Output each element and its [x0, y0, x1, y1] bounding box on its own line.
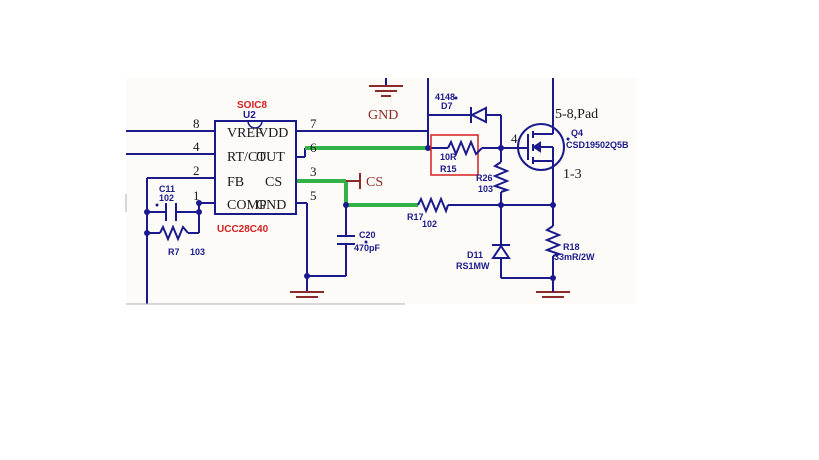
junction [550, 202, 556, 208]
d7-ref: D7 [441, 101, 453, 111]
junction [343, 202, 349, 208]
pin-4-label: 4 [193, 139, 200, 154]
pin-name-cs: CS [265, 175, 282, 190]
pin-7-label: 7 [310, 116, 317, 131]
c20-pin-dot [364, 240, 368, 244]
resistor-r26 [492, 161, 511, 193]
pin-6-label: 6 [310, 140, 317, 155]
d11-value: RS1MW [456, 261, 490, 271]
pin-name-rt-ct: RT/CT [227, 150, 266, 165]
d7-value: 4148 [435, 92, 455, 102]
r7-value: 103 [190, 247, 205, 257]
diode-d11 [491, 244, 511, 259]
c20-value: 470pF [354, 243, 381, 253]
ic-package: SOIC8 [237, 100, 267, 111]
ic-ref: U2 [243, 110, 256, 121]
d11-ref: D11 [467, 250, 483, 260]
junction [304, 273, 310, 279]
pin-name-out: OUT [256, 150, 285, 165]
q4-pin-dot [566, 137, 570, 141]
capacitor-c11 [165, 203, 177, 221]
ic-body [214, 120, 297, 215]
highlight-wires [296, 146, 428, 207]
r17-ref: R17 [407, 212, 424, 222]
gnd-symbol-source [536, 290, 570, 298]
capacitor-c20 [337, 235, 355, 245]
r17-value: 102 [422, 219, 437, 229]
junction [144, 230, 150, 236]
pin-name-vref: VREF [227, 126, 263, 141]
q4-gate-pin: 4 [511, 131, 518, 146]
resistor-r18 [544, 225, 563, 257]
r18-ref: R18 [563, 242, 580, 252]
r26-value: 103 [478, 184, 493, 194]
q4-body [517, 123, 565, 171]
junction [498, 145, 504, 151]
d7-pin-dot [454, 96, 458, 100]
diode-d7 [469, 106, 487, 124]
gnd-net-label: GND [368, 108, 398, 123]
q4-drain-pins: 5-8,Pad [555, 107, 598, 122]
q4-ref: Q4 [571, 128, 583, 138]
pin-name-vdd: VDD [258, 126, 288, 141]
pin-name-gnd: GND [256, 198, 286, 213]
r26-ref: R26 [476, 173, 493, 183]
resistor-r7 [159, 224, 189, 242]
resistor-r17 [417, 196, 449, 214]
pin-name-comp: COMP [227, 198, 267, 213]
q4-part: CSD19502Q5B [566, 140, 629, 150]
gnd-symbol-ic [290, 291, 324, 298]
pin-2-label: 2 [193, 163, 200, 178]
junction [144, 209, 150, 215]
pin-1-label: 1 [193, 188, 200, 203]
r7-ref: R7 [168, 247, 180, 257]
pin-name-fb: FB [227, 175, 244, 190]
c11-value: 102 [159, 193, 174, 203]
c11-pin-dot [155, 203, 159, 207]
schematic-background [126, 78, 636, 304]
resistor-r15 [447, 139, 483, 157]
r15-highlight-box [430, 134, 479, 176]
pin-3-label: 3 [310, 164, 317, 179]
junctions [144, 145, 556, 281]
junction [196, 200, 202, 206]
junction [550, 275, 556, 281]
junction [425, 145, 431, 151]
c11-ref: C11 [159, 184, 175, 194]
q4-source-pins: 1-3 [563, 167, 582, 182]
pin-8-label: 8 [193, 116, 200, 131]
cs-net-label: CS [366, 175, 383, 190]
ic-u2: SOIC8 U2 UCC28C40 8 4 2 1 7 6 3 5 VREF V… [193, 100, 317, 235]
mosfet-q4 [517, 123, 565, 171]
r15-ref: R15 [440, 164, 457, 174]
r15-value: 10R [440, 152, 457, 162]
ic-notch [247, 120, 263, 129]
c20-ref: C20 [359, 230, 376, 240]
gnd-symbol-top [369, 85, 403, 97]
pin-5-label: 5 [310, 188, 317, 203]
junction [196, 209, 202, 215]
ic-part: UCC28C40 [217, 224, 269, 235]
r18-value: 33mR/2W [554, 252, 595, 262]
junction [498, 202, 504, 208]
